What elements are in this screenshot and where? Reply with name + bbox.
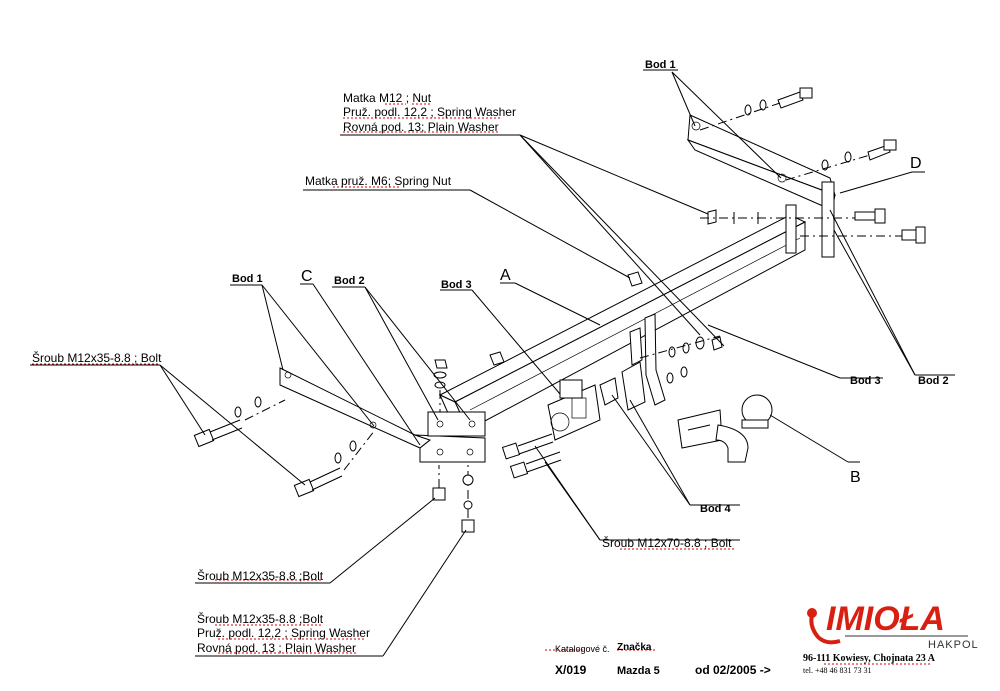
catalog-label: Katalogové č.	[555, 644, 610, 654]
vertical-bracket	[621, 313, 666, 411]
spring-nut-parts	[489, 271, 643, 366]
bolt-left-lower	[293, 429, 376, 498]
label-bod1-top: Bod 1	[645, 59, 676, 71]
company-logo: IMIOŁA HAKPOL 96-111 Kowiesy, Chojnata 2…	[803, 600, 979, 675]
label-bod3-right: Bod 3	[850, 375, 881, 387]
callout-bolt-group: Šroub M12x35-8.8 ;Bolt Pruž. podl. 12,2 …	[197, 611, 370, 655]
callout-nut-group: Matka M12 ; Nut Pruž. podl. 12,2 ; Sprin…	[343, 91, 516, 134]
bolt-group-line-3: Rovná pod. 13 ; Plain Washer	[197, 641, 356, 655]
right-bracket-part-d	[686, 114, 836, 258]
brand-value: Mazda 5	[617, 665, 660, 677]
ball-hook-part-b	[677, 394, 773, 463]
leader-lines	[30, 69, 955, 657]
crossbar-part-a	[438, 204, 807, 432]
bolts-right-lower	[700, 208, 926, 244]
spelling-underlines	[32, 103, 930, 665]
bolt-bottom-2	[461, 465, 475, 533]
bolt-left-label: Šroub M12x35-8.8 ; Bolt	[32, 350, 162, 365]
label-bod2-left: Bod 2	[334, 275, 365, 287]
bolt-m12x70-upper	[501, 433, 554, 460]
label-bod4: Bod 4	[700, 503, 731, 515]
label-c: C	[301, 268, 313, 285]
title-block: Katalogové č. Značka X/019 Mazda 5 od 02…	[555, 642, 771, 677]
label-bod2-right: Bod 2	[918, 375, 949, 387]
label-b: B	[850, 469, 861, 486]
valid-date: od 02/2005 ->	[695, 663, 771, 677]
label-bod1-left: Bod 1	[232, 273, 263, 285]
bolt-bottom-1	[432, 465, 446, 501]
bolt-bottom-label: Šroub M12x35-8.8 ;Bolt	[197, 568, 324, 583]
label-a: A	[500, 267, 511, 284]
label-d: D	[910, 155, 922, 172]
logo-text: IMIOŁA	[826, 600, 945, 638]
spring-washer-label: Pruž. podl. 12,2 ; Spring Washer	[343, 105, 516, 119]
socket-plate	[547, 377, 619, 441]
nut-label: Matka M12 ; Nut	[343, 91, 432, 105]
brand-label: Značka	[617, 642, 652, 653]
left-bracket-part-c	[279, 367, 486, 463]
bolt-group-line-1: Šroub M12x35-8.8 ;Bolt	[197, 611, 324, 626]
label-bod3-left: Bod 3	[441, 279, 472, 291]
bolt-left-upper	[193, 396, 286, 448]
nuts-right-middle	[639, 335, 723, 384]
plain-washer-label: Rovná pod. 13; Plain Washer	[343, 120, 499, 134]
bolt-m12x70-label: Šroub M12x70-8.8 ; Bolt	[602, 535, 732, 550]
company-address: 96-111 Kowiesy, Chojnata 23 A	[803, 653, 936, 664]
bolts-right-upper	[699, 87, 897, 181]
company-phone: tel. +48 46 831 73 31	[803, 666, 872, 675]
bolt-group-line-2: Pruž. podl. 12,2 ; Spring Washer	[197, 626, 370, 640]
logo-subtext: HAKPOL	[928, 639, 979, 651]
spring-nut-label: Matka pruž. M6; Spring Nut	[305, 174, 452, 188]
catalog-value: X/019	[555, 663, 587, 677]
bolt-m12x70-lower	[509, 451, 562, 479]
